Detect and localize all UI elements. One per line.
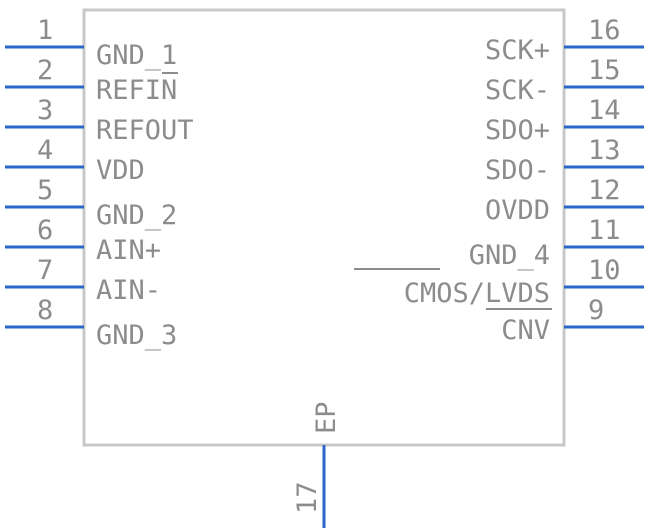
pin-14-number: 14 bbox=[588, 95, 621, 126]
pin-6-label: AIN+ bbox=[96, 235, 161, 266]
pin-1-label: GND_1 bbox=[96, 40, 177, 71]
pin-13-label: SDO- bbox=[485, 155, 550, 186]
pin-17-label: EP bbox=[311, 401, 342, 434]
pin-10-label: CMOS/LVDS bbox=[404, 278, 550, 309]
pin-17-number: 17 bbox=[292, 481, 323, 514]
pin-9-number: 9 bbox=[588, 295, 604, 326]
pin-2-label: REFIN bbox=[96, 75, 177, 106]
pin-5-number: 5 bbox=[37, 175, 53, 206]
pin-6-number: 6 bbox=[37, 215, 53, 246]
pin-16-label: SCK+ bbox=[485, 35, 550, 66]
pin-10-number: 10 bbox=[588, 255, 621, 286]
pin-1-number: 1 bbox=[37, 15, 53, 46]
pin-15-number: 15 bbox=[588, 55, 621, 86]
pin-7-number: 7 bbox=[37, 255, 53, 286]
pin-12-label: OVDD bbox=[485, 195, 550, 226]
pin-5-label: GND_2 bbox=[96, 200, 177, 231]
pin-7-label: AIN- bbox=[96, 275, 161, 306]
right-pins: 16 SCK+ 15 SCK- 14 SDO+ 13 SDO- 12 OVDD … bbox=[354, 15, 644, 346]
pin-11-number: 11 bbox=[588, 215, 621, 246]
pin-3-number: 3 bbox=[37, 95, 53, 126]
pin-8-number: 8 bbox=[37, 295, 53, 326]
pin-15-label: SCK- bbox=[485, 75, 550, 106]
pin-3-label: REFOUT bbox=[96, 115, 194, 146]
left-pins: 1 GND_1 2 REFIN 3 REFOUT 4 VDD 5 GND_2 6… bbox=[5, 15, 194, 351]
pin-16-number: 16 bbox=[588, 15, 621, 46]
pin-2-number: 2 bbox=[37, 55, 53, 86]
pin-11-label: GND_4 bbox=[469, 240, 550, 271]
pin-4-label: VDD bbox=[96, 155, 145, 186]
pin-8-label: GND_3 bbox=[96, 320, 177, 351]
pin-13-number: 13 bbox=[588, 135, 621, 166]
bottom-pin: EP 17 bbox=[292, 401, 342, 528]
pin-9-label: CNV bbox=[501, 315, 550, 346]
pin-4-number: 4 bbox=[37, 135, 53, 166]
pin-14-label: SDO+ bbox=[485, 115, 550, 146]
pin-12-number: 12 bbox=[588, 175, 621, 206]
